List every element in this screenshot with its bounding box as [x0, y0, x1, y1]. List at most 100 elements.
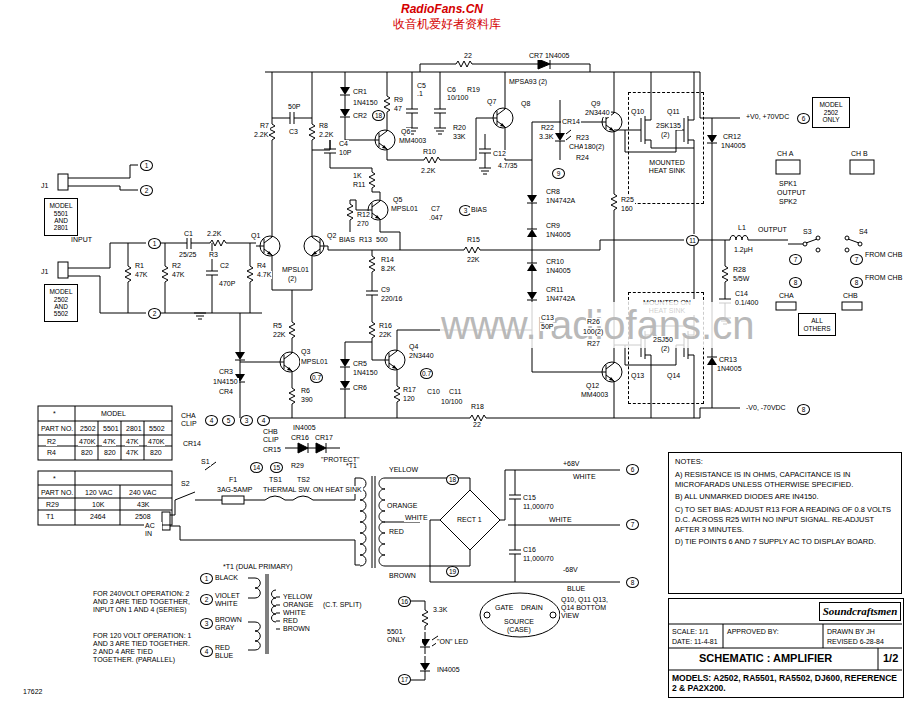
part-label: R14 — [380, 256, 395, 264]
part-label: 50P — [540, 323, 554, 331]
part-label: Q4 — [408, 343, 419, 351]
part-label: 2SK135 — [655, 122, 682, 130]
part-label: Q6 — [400, 128, 411, 136]
part-label: * — [52, 475, 57, 483]
part-label: R17 — [402, 386, 417, 394]
part-label: 3.3K — [538, 133, 554, 141]
part-label: 820 — [103, 449, 117, 457]
callout-number: 8 — [850, 277, 863, 288]
wire — [285, 443, 340, 453]
component-symbol — [707, 128, 717, 150]
part-label: 2.2K — [318, 131, 334, 139]
callout-number: 5 — [222, 415, 235, 426]
part-label: -V0, -70VDC — [745, 404, 787, 412]
part-label: 1N4150 — [212, 378, 239, 386]
wire — [175, 462, 216, 500]
part-label: WHITE — [404, 514, 429, 522]
part-label: 2508 — [134, 513, 152, 521]
part-label: C14 — [734, 290, 749, 298]
part-label: CR3 — [218, 368, 234, 376]
part-label: ORANGE — [282, 601, 314, 609]
part-label: CHB CLIP — [262, 428, 288, 444]
part-label: 8.2K — [380, 265, 396, 273]
part-label: R5 — [272, 322, 283, 330]
part-label: 470P — [218, 280, 236, 288]
part-label: 100(2) — [582, 328, 604, 336]
part-label: TS1 — [268, 476, 283, 484]
part-label: CR7 1N4005 — [528, 52, 570, 60]
part-label: 470K — [147, 438, 165, 446]
wire — [420, 59, 590, 72]
part-label: 2.2K — [253, 131, 269, 139]
callout-number: 6 — [797, 113, 810, 124]
part-label: C10 — [426, 388, 441, 396]
node-text: MODELS: A2502, RA5501, RA5502, DJ600, RE… — [672, 673, 900, 693]
part-label: 22K — [378, 331, 392, 339]
part-label: OUTPUT — [757, 226, 788, 234]
part-label: SOURCE — [503, 618, 535, 626]
part-label: CHB — [842, 292, 859, 300]
component-symbol — [340, 80, 350, 102]
wire — [265, 496, 313, 500]
part-label: 47K — [134, 271, 148, 279]
component-symbol — [340, 102, 350, 124]
part-label: CR11 — [545, 286, 564, 294]
wire — [668, 624, 902, 670]
part-label: C15 — [522, 494, 537, 502]
part-label: CR14 — [561, 118, 581, 126]
part-label: CR12 — [722, 133, 742, 141]
wire — [538, 59, 550, 69]
callout-number: 18 — [372, 110, 385, 121]
part-label: 47K — [171, 271, 185, 279]
node-text: DRAWN BY JH — [827, 628, 875, 636]
node-text: C) TO SET BIAS: ADJUST R13 FOR A READING… — [675, 505, 895, 534]
component-symbol — [371, 124, 395, 156]
part-label: CR2 — [352, 112, 368, 120]
part-label: C11 — [448, 388, 462, 396]
part-label: 11,000/70 — [522, 503, 555, 511]
component-symbol — [235, 345, 245, 367]
component-symbol — [722, 262, 728, 286]
part-label: 160 — [620, 205, 634, 213]
callout-number: 2 — [200, 594, 213, 605]
part-label: 120 VAC — [84, 489, 114, 497]
component-symbol — [555, 126, 565, 148]
part-label: WHITE — [282, 609, 307, 617]
wire — [58, 262, 68, 278]
part-label: BROWN GRAY — [214, 616, 246, 632]
watermark: RadioFans.CN — [400, 3, 484, 17]
part-label: BIAS — [338, 236, 356, 244]
wire — [850, 160, 874, 174]
component-symbol — [527, 222, 537, 244]
part-label: Q10, Q11 Q13, Q14 BOTTOM VIEW — [560, 596, 610, 620]
wire — [38, 406, 172, 460]
part-label: (2) — [660, 345, 671, 353]
part-label: 50P — [287, 103, 301, 111]
part-label: INPUT — [70, 236, 93, 244]
part-label: MM4003 — [398, 137, 427, 145]
part-label: R18 — [470, 403, 485, 411]
callout-number: 17 — [398, 674, 411, 685]
model-box: MODEL 5501 AND 2801 — [44, 198, 78, 236]
part-label: R4 — [46, 449, 57, 457]
node-text: DATE: 11-4-81 — [672, 638, 718, 646]
part-label: R23 — [575, 134, 590, 142]
callout-number: 8 — [797, 404, 810, 415]
part-label: *T1 — [345, 462, 358, 470]
part-label: RED BLUE — [214, 644, 240, 660]
component-symbol — [125, 61, 731, 678]
component-symbol — [206, 240, 230, 246]
part-label: CH A — [776, 150, 794, 158]
part-label: R12 — [356, 211, 371, 219]
part-label: 2SJ50 — [652, 336, 674, 344]
part-label: YELLOW — [388, 466, 419, 474]
part-label: Q14 — [666, 372, 681, 380]
part-label: R26 — [586, 318, 601, 326]
part-label: C2 — [219, 262, 230, 270]
node-text: D) TIE POINTS 6 AND 7 SUPPLY AC TO DISPL… — [675, 537, 895, 547]
part-label: S2 — [180, 480, 191, 488]
part-label: 2N3440 — [408, 352, 435, 360]
node-text: Soundcraftsmen — [823, 605, 898, 618]
part-label: 43K — [136, 501, 150, 509]
part-label: GATE — [494, 604, 515, 612]
